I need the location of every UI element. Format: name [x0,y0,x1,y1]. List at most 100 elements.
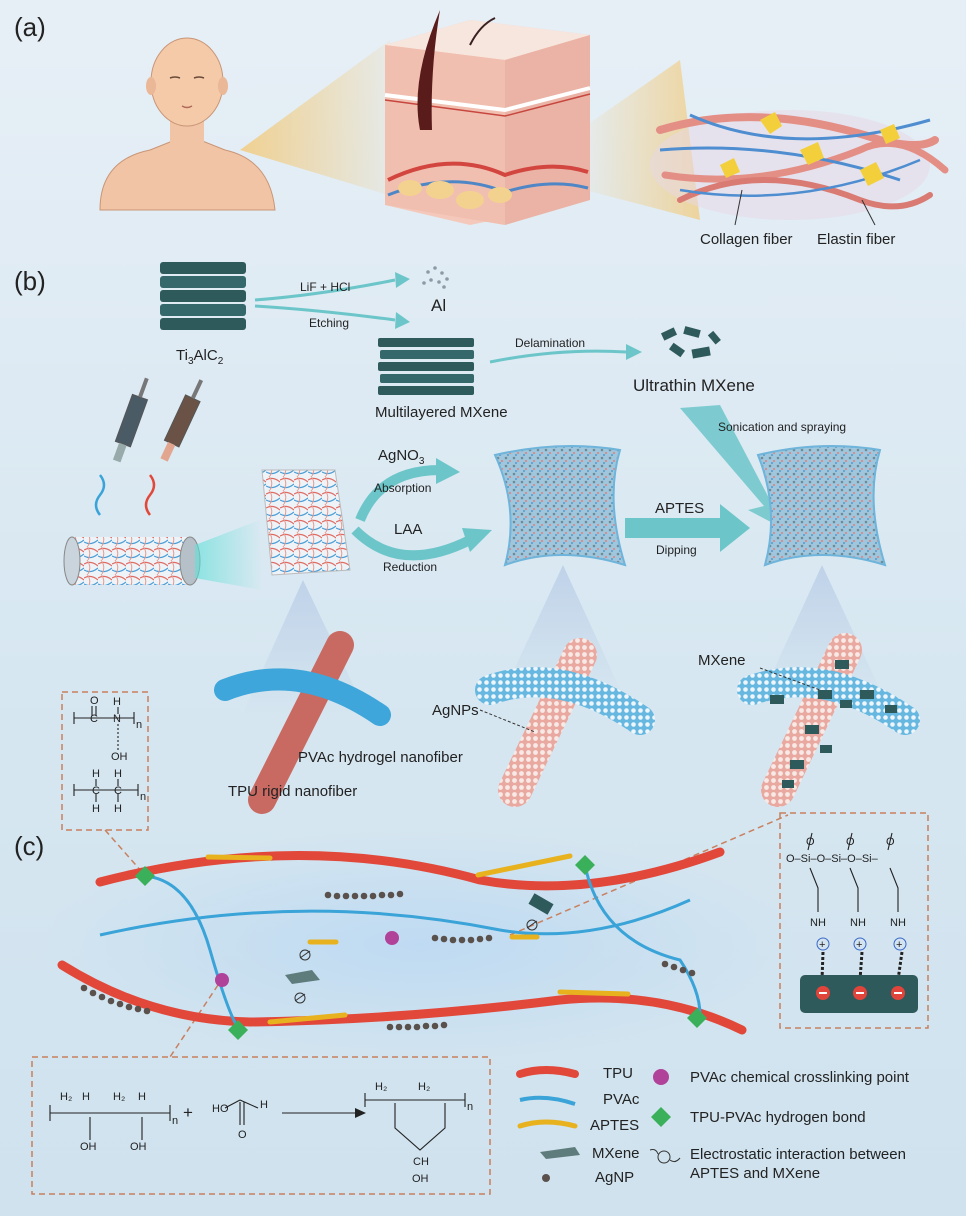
legend-mxene: MXene [592,1145,640,1162]
sonication-arrow [680,405,790,530]
delamination-label: Delamination [515,336,585,350]
connector-tpu [104,829,143,873]
agnps-label: AgNPs [432,702,479,719]
legend-electro-1: Electrostatic interaction between [690,1146,906,1163]
pvac-fiber-label: PVAc hydrogel nanofiber [298,749,463,766]
svg-text:H₂: H₂ [60,1091,72,1103]
svg-text:H: H [138,1091,146,1103]
svg-text:n: n [136,719,142,731]
zoom-cone-2 [500,565,625,700]
mxene-flakes [285,893,554,984]
svg-text:O: O [886,836,895,848]
mxene-label: MXene [698,652,746,669]
svg-text:H₂: H₂ [113,1091,125,1103]
svg-text:H: H [92,803,100,815]
svg-text:C: C [90,713,98,725]
dipping-label: Dipping [656,543,697,557]
tpu-fiber-bottom [57,960,747,1035]
legend: TPU PVAc APTES MXene AgNP PVAc chemical … [516,1065,910,1186]
legend-electro-2: APTES and MXene [690,1165,820,1182]
svg-text:n: n [172,1115,178,1127]
multilayer-mxene-label: Multilayered MXene [375,404,508,421]
max-phase-stack-icon [160,262,246,330]
svg-text:H₂: H₂ [418,1081,430,1093]
svg-text:+: + [896,939,902,951]
svg-text:H: H [260,1099,268,1111]
svg-text:OH: OH [412,1173,429,1185]
svg-text:OH: OH [130,1141,147,1153]
syringe-pvac-icon [112,377,149,463]
legend-hbond-swatch [651,1107,671,1127]
legend-aptes: APTES [590,1117,639,1134]
sonication-label: Sonication and spraying [718,420,846,434]
svg-text:O–Si–O–Si–O–Si–: O–Si–O–Si–O–Si– [786,853,879,865]
panel-a: (a) [14,10,949,248]
svg-text:n: n [467,1101,473,1113]
mxene-leader [759,667,821,691]
svg-text:+: + [183,1103,193,1122]
human-figure-icon [99,37,276,211]
al-label: Al [431,296,446,315]
svg-text:O: O [90,695,99,707]
etching-arrow-lower [254,304,396,322]
al-particles-icon [422,266,449,289]
panel-c: (c) [14,812,929,1195]
svg-text:HO: HO [212,1103,229,1115]
mxene-membrane [756,445,887,567]
etching-arrow-upper [254,278,396,302]
svg-text:H: H [114,768,122,780]
nanofiber-membrane [261,469,351,576]
ultrathin-mxene-flakes-icon [660,326,721,359]
panel-b-label: (b) [14,266,46,296]
pvac-jet [94,474,106,516]
legend-tpu: TPU [603,1065,633,1082]
etchant-label: LiF + HCl [300,280,350,294]
svg-text:NH: NH [810,917,826,929]
crossing-fibers-agnp [475,638,655,807]
syringe-tpu-icon [160,379,204,462]
svg-text:H: H [113,696,121,708]
svg-text:+: + [856,939,862,951]
pvac-fiber-3 [583,864,702,1016]
delamination-arrow [489,349,627,364]
aptes-segments [205,853,631,1025]
legend-pvac: PVAc [603,1091,640,1108]
light-beam-left [240,40,405,200]
agnps-leader [479,709,536,733]
pvac-fiber-1 [144,874,242,1032]
collector-drum-icon [63,536,201,586]
svg-text:H₂: H₂ [375,1081,387,1093]
svg-text:C: C [114,785,122,797]
legend-crosslink: PVAc chemical crosslinking point [690,1069,910,1086]
svg-text:O: O [806,836,815,848]
etching-label: Etching [309,316,349,330]
skin-section-icon [384,10,591,225]
svg-text:n: n [140,791,146,803]
electrostatic-loops [294,919,538,1004]
hbond-markers [135,855,707,1040]
svg-text:C: C [92,785,100,797]
legend-electro-swatch [649,1149,681,1164]
svg-text:O: O [846,836,855,848]
svg-text:OH: OH [111,751,128,763]
elastin-fiber-label: Elastin fiber [817,231,895,248]
absorption-label: Absorption [374,481,431,495]
legend-tpu-swatch [516,1066,579,1078]
legend-agnp: AgNP [595,1169,634,1186]
agno3-label: AgNO3 [378,447,425,467]
crossing-fibers-plain [214,631,391,814]
tpu-fiber-top [95,847,725,891]
aptes-step-label: APTES [655,500,704,517]
reduction-label: Reduction [383,560,437,574]
svg-text:H: H [114,803,122,815]
crosslink-markers [215,931,399,987]
legend-aptes-swatch [517,1119,578,1129]
panel-c-label: (c) [14,831,44,861]
tpu-jet [144,474,156,516]
legend-mxene-swatch [540,1147,580,1159]
laa-label: LAA [394,521,422,538]
